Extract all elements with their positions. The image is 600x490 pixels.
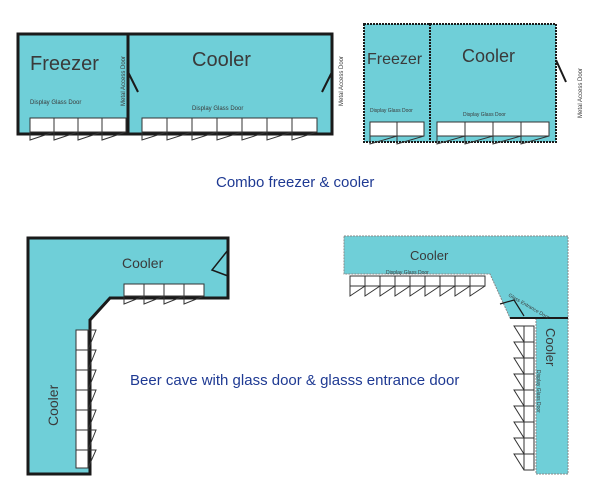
freezer-label: Freezer	[30, 53, 99, 75]
cave-left-top-label: Cooler	[122, 255, 164, 271]
interior-access-door	[127, 71, 139, 93]
cave-right-entrance-door	[499, 299, 525, 317]
cooler-room	[126, 32, 334, 136]
cooler-label: Cooler	[192, 49, 251, 71]
cave-right-top-label: Cooler	[410, 248, 449, 263]
interior-access-door-label: Metal Access Door	[121, 56, 127, 106]
cooler-glass-doors-right	[436, 121, 550, 145]
freezer-door-label: Display Glass Door	[30, 100, 81, 106]
exterior-access-door-label: Metal Access Door	[339, 56, 345, 106]
cooler-glass-doors	[141, 117, 318, 141]
cave-left-floorplan: Cooler Cooler	[26, 236, 230, 476]
cave-right-side-door-label: Display Glass Door	[535, 370, 541, 413]
exterior-access-door	[321, 71, 333, 93]
freezer-glass-doors-right	[369, 121, 425, 145]
cave-right-top-door-label: Display Glass Door	[386, 270, 429, 276]
cooler-label-right: Cooler	[462, 46, 515, 66]
cave-left-side-glass-doors	[75, 329, 97, 469]
cooler-door-label: Display Glass Door	[192, 106, 243, 112]
access-door-label-right: Metal Access Door	[578, 68, 584, 118]
freezer-glass-doors	[29, 117, 127, 141]
cave-right-side-glass-doors	[513, 325, 535, 471]
cave-right-top-glass-doors	[349, 275, 486, 297]
freezer-room	[16, 32, 130, 136]
freezer-label-right: Freezer	[367, 51, 423, 68]
freezer-door-label-right: Display Glass Door	[370, 108, 413, 114]
cave-left-room	[26, 236, 230, 476]
beer-cave-caption: Beer cave with glass door & glasss entra…	[130, 372, 460, 389]
combo-caption: Combo freezer & cooler	[216, 174, 375, 191]
cave-right-floorplan: Cooler Display Glass Door Glass Entrance…	[343, 235, 569, 475]
combo-right-floorplan: Freezer Cooler Display Glass Door Displa…	[363, 23, 584, 145]
cave-left-top-glass-doors	[123, 283, 205, 305]
cooler-door-label-right: Display Glass Door	[463, 112, 506, 118]
cave-right-side-label: Cooler	[543, 328, 558, 367]
access-door-right	[555, 59, 567, 83]
cave-left-side-label: Cooler	[45, 384, 61, 426]
cave-left-entrance-door	[210, 249, 229, 277]
combo-left-floorplan: Freezer Cooler Display Glass Door Displa…	[16, 32, 345, 141]
